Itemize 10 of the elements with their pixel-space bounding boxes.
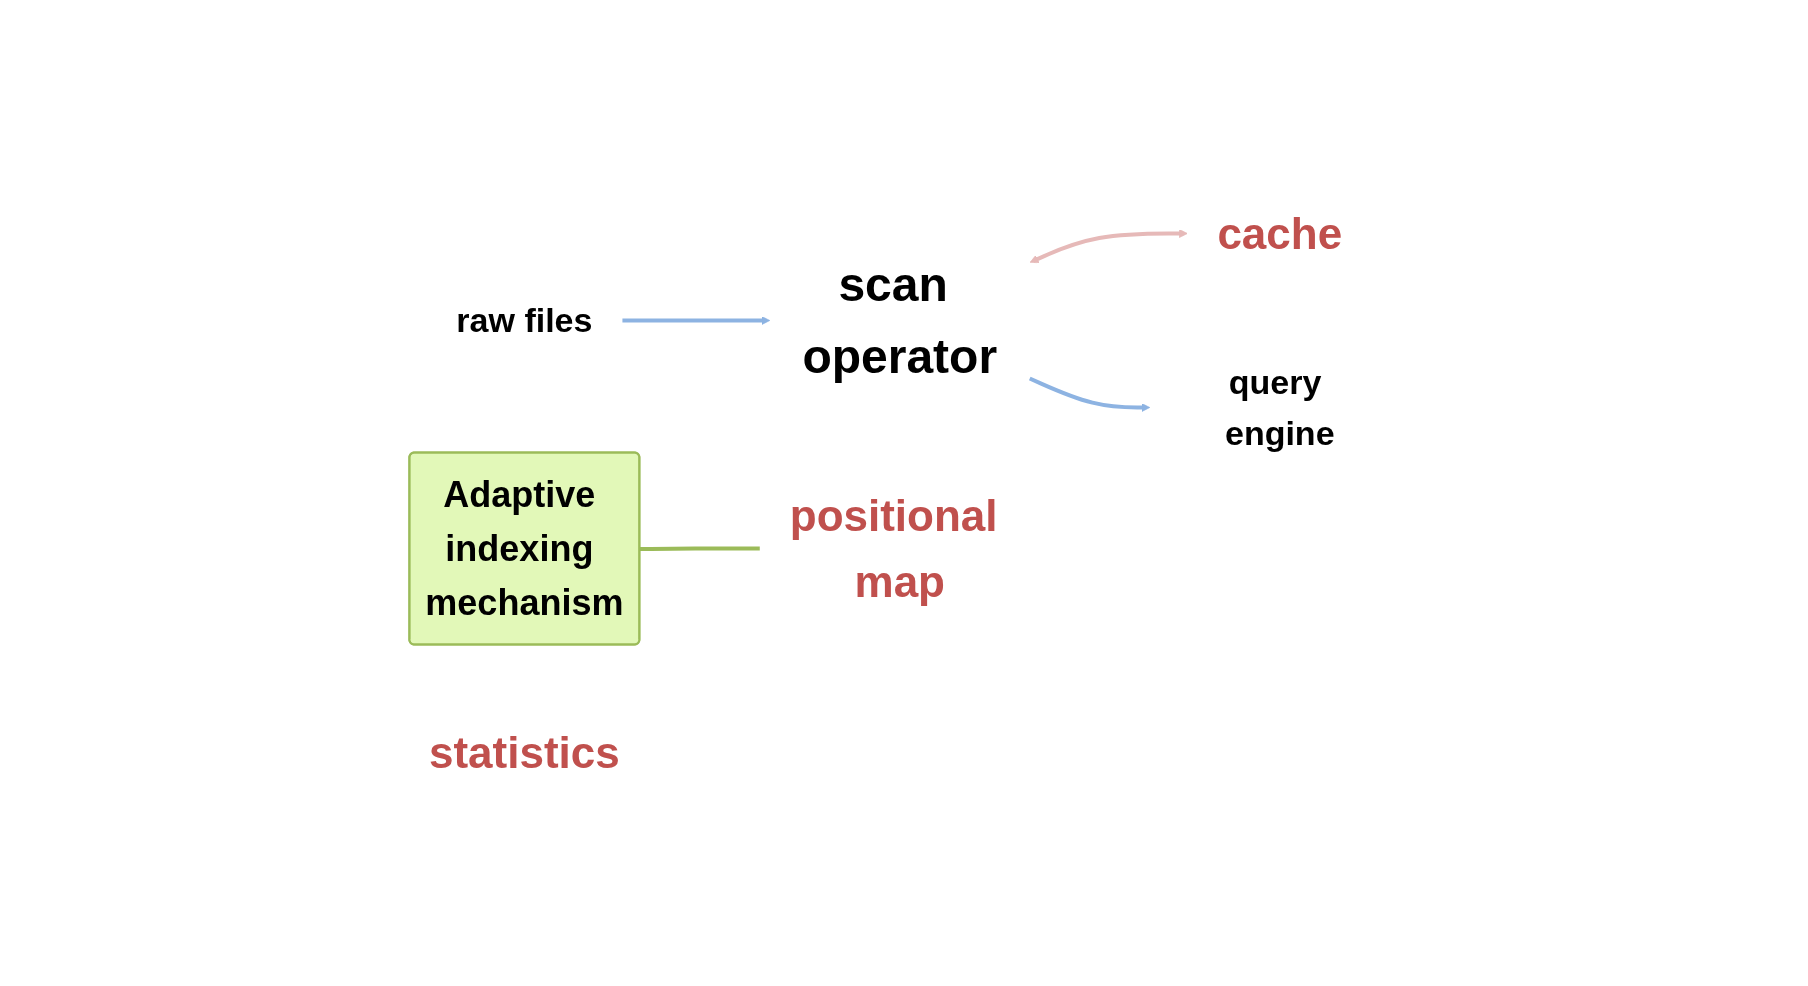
node-text: positional map: [789, 490, 998, 606]
node-text: scan operator: [802, 257, 997, 383]
node-text: query engine: [1224, 362, 1335, 452]
arrow: [1029, 229, 1188, 264]
node-text: statistics: [428, 727, 620, 777]
arrow: [1028, 376, 1150, 412]
node-text: cache: [1216, 208, 1342, 258]
node-text: raw files: [455, 301, 593, 339]
arrow: [622, 316, 770, 325]
connector: [639, 546, 760, 551]
